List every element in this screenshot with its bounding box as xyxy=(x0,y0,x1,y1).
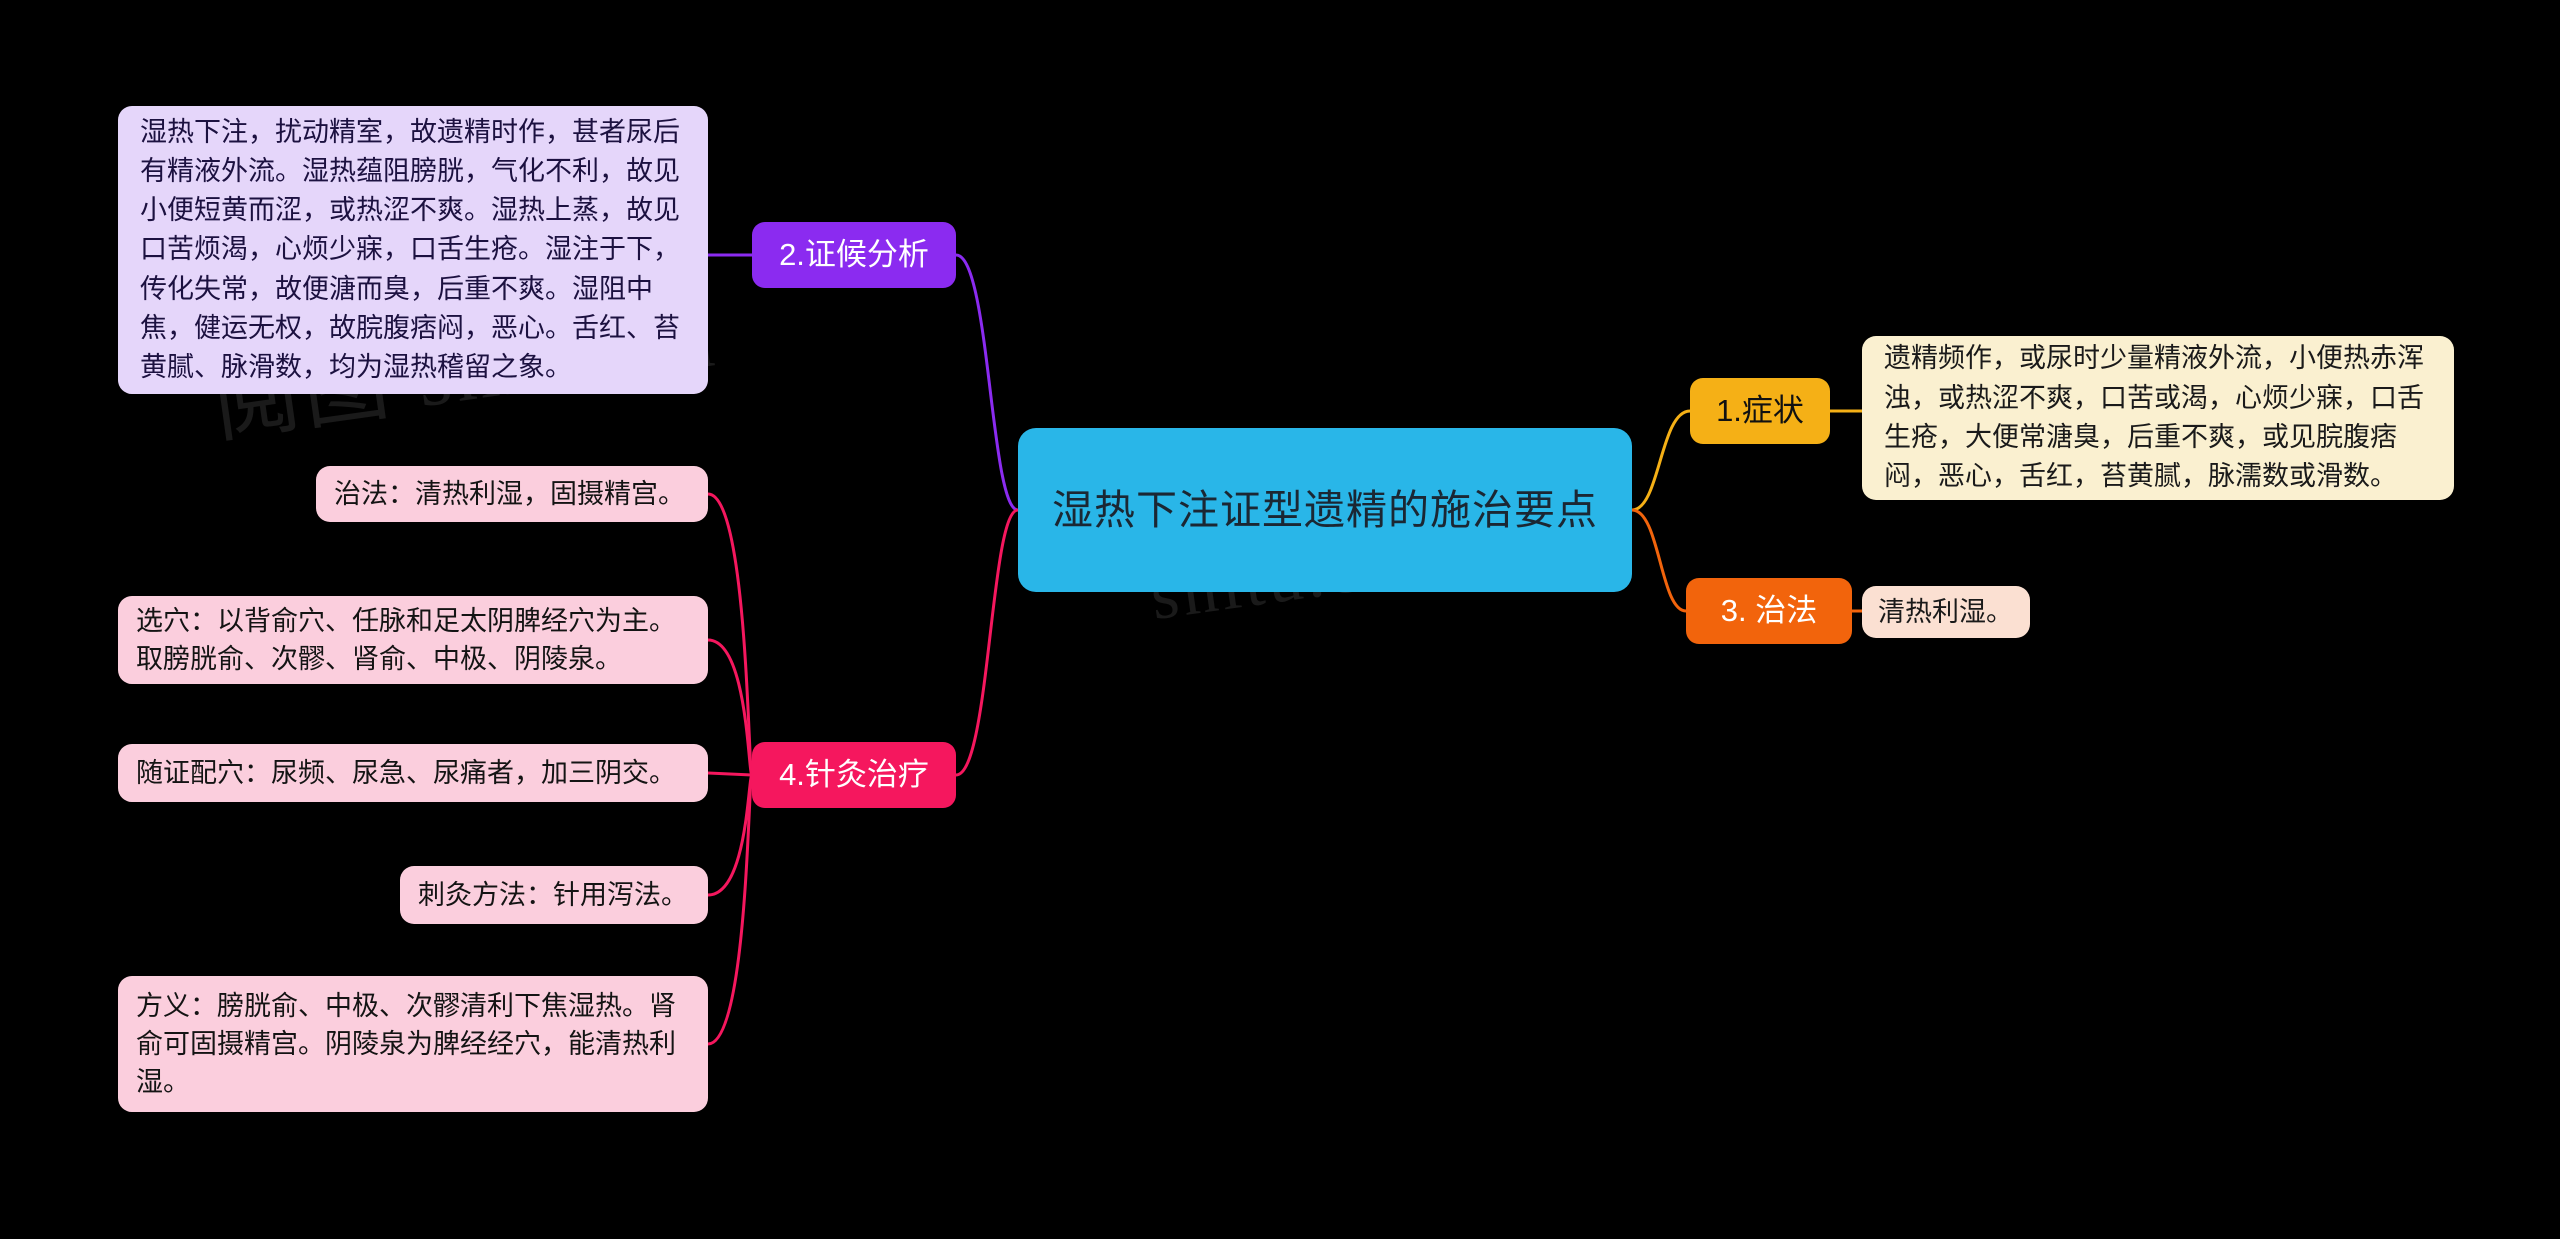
leaf-node-analysis-detail[interactable]: 湿热下注，扰动精室，故遗精时作，甚者尿后有精液外流。湿热蕴阻膀胱，气化不利，故见… xyxy=(118,106,708,394)
leaf-node-acupuncture-needling[interactable]: 刺灸方法：针用泻法。 xyxy=(400,866,708,924)
branch-node-symptom[interactable]: 1.症状 xyxy=(1690,378,1830,444)
center-node[interactable]: 湿热下注证型遗精的施治要点 xyxy=(1018,428,1632,592)
leaf-node-acupuncture-adjunct-points[interactable]: 随证配穴：尿频、尿急、尿痛者，加三阴交。 xyxy=(118,744,708,802)
wire-center-to-acupuncture xyxy=(955,508,1019,777)
leaf-node-acupuncture-rationale[interactable]: 方义：膀胱俞、中极、次髎清利下焦湿热。肾俞可固摄精宫。阴陵泉为脾经经穴，能清热利… xyxy=(118,976,708,1112)
wire-center-to-analysis xyxy=(955,253,1019,512)
wire-acu-to-leaf-3 xyxy=(707,773,754,897)
wire-center-to-symptom xyxy=(1631,409,1691,512)
leaf-node-acupuncture-points[interactable]: 选穴：以背俞穴、任脉和足太阴脾经穴为主。取膀胱俞、次髎、肾俞、中极、阴陵泉。 xyxy=(118,596,708,684)
wire-acu-to-leaf-1 xyxy=(707,638,754,777)
leaf-node-symptom-detail[interactable]: 遗精频作，或尿时少量精液外流，小便热赤浑浊，或热涩不爽，口苦或渴，心烦少寐，口舌… xyxy=(1862,336,2454,500)
wire-acu-to-leaf-0 xyxy=(707,492,754,777)
leaf-node-treatment-detail[interactable]: 清热利湿。 xyxy=(1862,586,2030,638)
branch-node-analysis[interactable]: 2.证候分析 xyxy=(752,222,956,288)
branch-node-acupuncture[interactable]: 4.针灸治疗 xyxy=(752,742,956,808)
wire-center-to-treatment xyxy=(1631,508,1687,613)
wire-acu-to-leaf-4 xyxy=(707,773,754,1046)
branch-node-treatment[interactable]: 3. 治法 xyxy=(1686,578,1852,644)
wire-acu-to-leaf-2 xyxy=(707,771,753,777)
leaf-node-acupuncture-method[interactable]: 治法：清热利湿，固摄精宫。 xyxy=(316,466,708,522)
